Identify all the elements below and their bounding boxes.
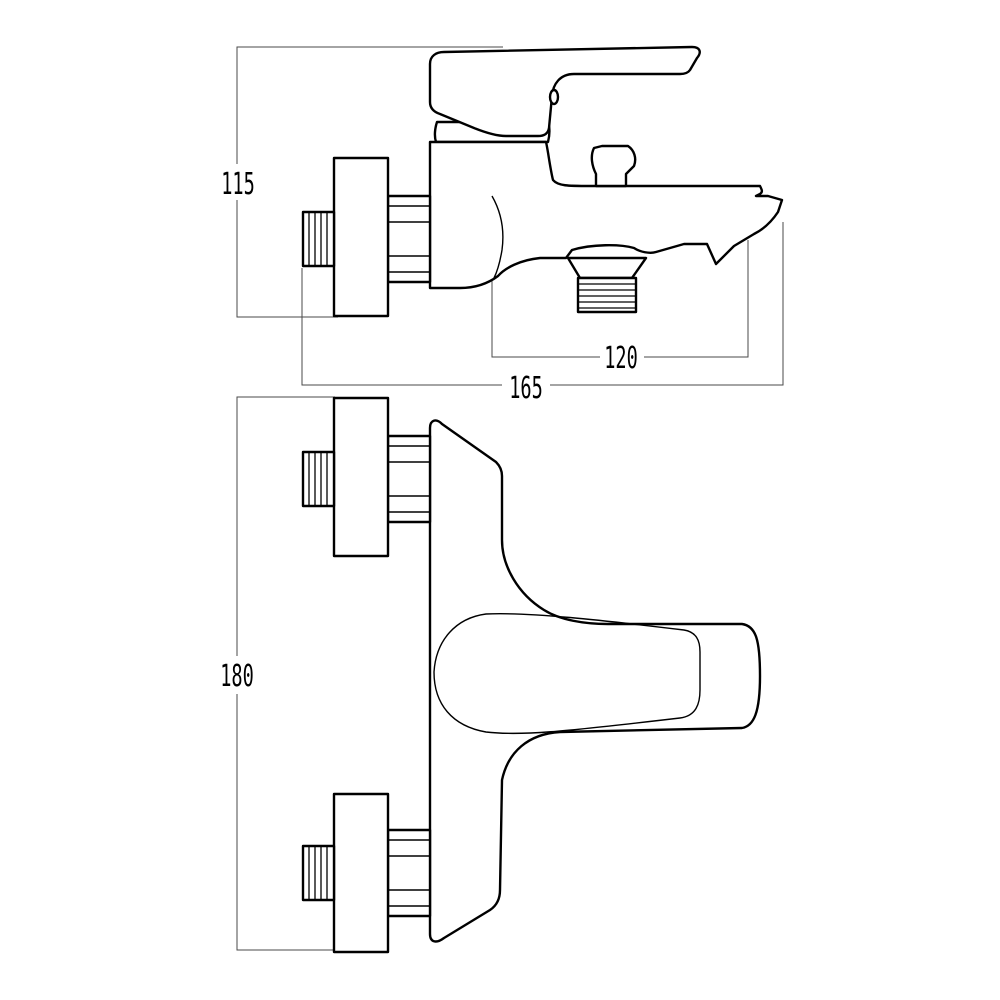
lever-handle-side — [428, 45, 701, 144]
inlet-thread-lines-lower — [308, 846, 328, 900]
inlet-thread-lines-side — [308, 212, 328, 266]
plan-view: 180 — [216, 396, 762, 954]
outlet-thread-lines — [578, 283, 636, 309]
mixer-body-plan — [428, 419, 762, 943]
inlet-assembly-plan-lower — [301, 792, 432, 954]
svg-text:180: 180 — [220, 658, 254, 693]
side-view: 115 120 165 — [221, 45, 784, 406]
inlet-thread-lines-upper — [308, 452, 328, 506]
dimension-label-180: 180 — [216, 656, 260, 694]
svg-text:165: 165 — [509, 370, 543, 405]
dimension-label-120: 120 — [600, 338, 644, 376]
dimension-label-165: 165 — [502, 368, 550, 406]
mixer-body-side — [428, 140, 784, 290]
svg-text:120: 120 — [604, 340, 638, 375]
inlet-assembly-plan-upper — [301, 396, 432, 558]
dimension-label-115: 115 — [221, 164, 255, 201]
shower-outlet-thread — [566, 256, 648, 314]
inlet-assembly-side — [301, 156, 432, 318]
svg-text:115: 115 — [221, 166, 255, 201]
